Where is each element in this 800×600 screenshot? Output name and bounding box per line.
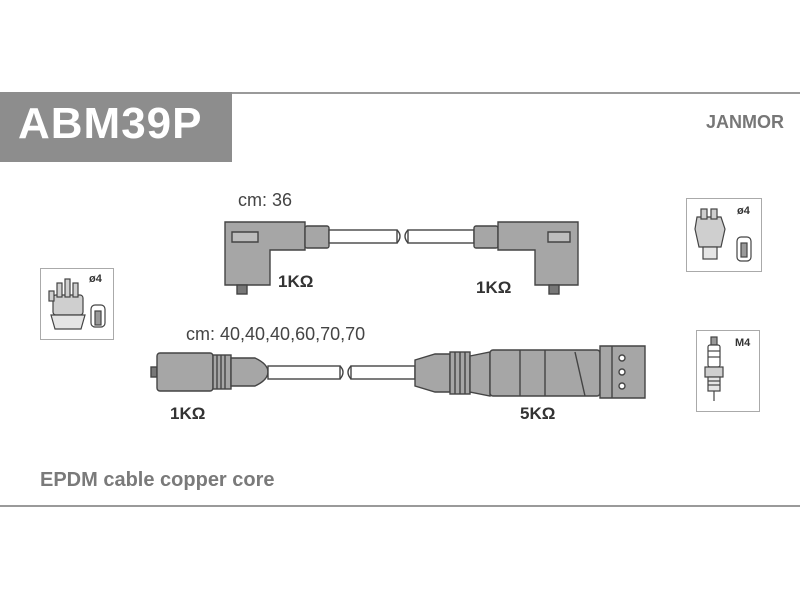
coil-size-label: ø4 xyxy=(737,205,750,217)
ignition-coil-graphic xyxy=(694,208,752,262)
cable-2-right-boot xyxy=(414,353,451,393)
cable-2-wire-left xyxy=(267,365,341,380)
cable-description: EPDM cable copper core xyxy=(40,469,275,491)
spark-plug-icon: M4 xyxy=(696,330,760,412)
spark-plug-graphic xyxy=(704,336,724,401)
cable-1-resistance-right: 1KΩ xyxy=(476,278,512,297)
distributor-cap-graphic xyxy=(48,278,106,330)
cable-1-length-label: cm: 36 xyxy=(238,190,293,210)
cable-1-resistance-left: 1KΩ xyxy=(278,272,314,291)
cable-1-left-collar xyxy=(304,225,330,249)
cable-2 xyxy=(150,345,646,399)
footer-divider xyxy=(0,505,800,507)
cable-1 xyxy=(224,221,579,295)
header-banner xyxy=(0,92,232,162)
header-divider xyxy=(232,92,800,94)
cable-1-right-collar xyxy=(473,225,499,249)
cable-2-length-label: cm: 40,40,40,60,70,70 xyxy=(186,324,366,344)
cable-2-resistance-left: 1KΩ xyxy=(170,404,206,423)
cable-1-wire-right xyxy=(407,229,475,244)
brand-name: JANMOR xyxy=(705,112,784,132)
cable-1-wire-left xyxy=(328,229,398,244)
cable-2-resistance-right: 5KΩ xyxy=(520,404,556,423)
spark-plug-thread-label: M4 xyxy=(735,337,751,349)
distributor-cap-icon: ø4 xyxy=(40,268,114,340)
ignition-coil-icon: ø4 xyxy=(686,198,762,272)
distributor-size-label: ø4 xyxy=(89,273,102,285)
cable-2-left-boot xyxy=(156,352,214,392)
part-number-title: ABM39P xyxy=(18,99,203,148)
cable-2-wire-right xyxy=(350,365,416,380)
